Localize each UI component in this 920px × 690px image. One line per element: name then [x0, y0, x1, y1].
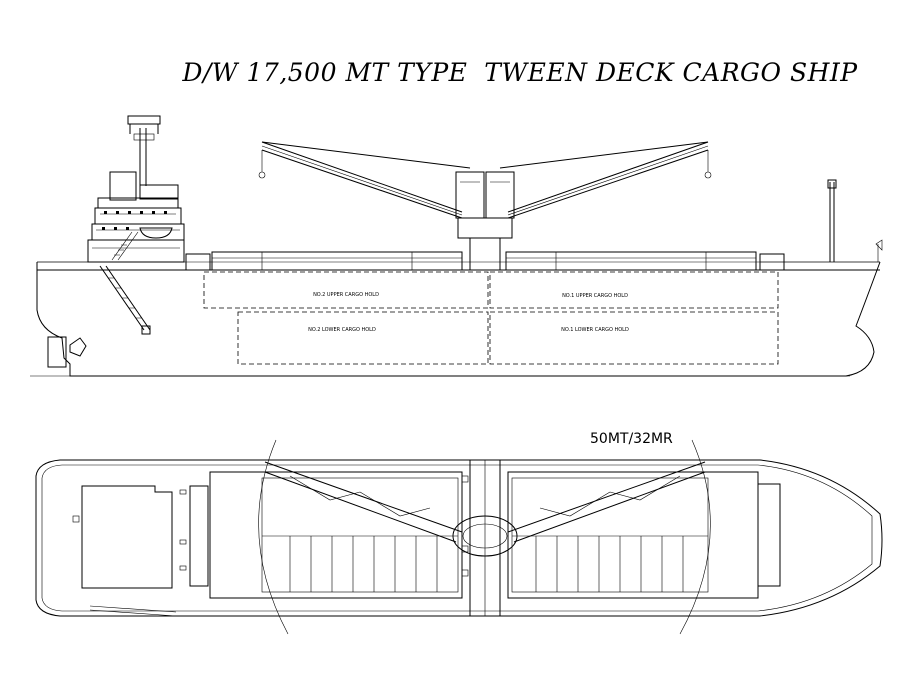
accommodation-ladder: [99, 265, 151, 335]
crane-jib-aft: [261, 141, 471, 219]
hold-frame-lines: [262, 535, 708, 592]
propeller: [69, 337, 87, 357]
accommodation-block: [87, 115, 185, 263]
crane-hooks: [258, 150, 712, 179]
crane-slewing-arcs: [258, 439, 711, 635]
cargo-holds-profile: [203, 271, 779, 365]
crane-jibs-plan: [264, 461, 706, 543]
deck-outline: [35, 459, 883, 617]
plan-view: 50MT/32MR: [35, 431, 883, 635]
forecastle-equipment: [827, 179, 883, 262]
aft-superstructure: [81, 485, 173, 589]
hold-label-no1-lower: NO.1 LOWER CARGO HOLD: [561, 327, 629, 333]
accommodation-ladder-plan: [89, 605, 177, 617]
hold-label-no2-upper: NO.2 UPPER CARGO HOLD: [313, 292, 379, 298]
hatch-covers-plan: [209, 459, 781, 617]
hatch-covers-profile: [185, 251, 785, 271]
hull-outline: [36, 261, 881, 377]
crane-capacity-label: 50MT/32MR: [590, 431, 673, 447]
hold-label-no1-upper: NO.1 UPPER CARGO HOLD: [562, 293, 628, 299]
hold-label-no2-lower: NO.2 LOWER CARGO HOLD: [308, 327, 376, 333]
profile-view: NO.2 UPPER CARGO HOLD NO.1 UPPER CARGO H…: [30, 115, 883, 377]
crane-house-plan: [452, 515, 518, 557]
drawing-title: D/W 17,500 MT TYPE TWEEN DECK CARGO SHIP: [182, 58, 858, 87]
rudder: [47, 336, 67, 368]
crane-pedestal: [455, 171, 515, 271]
lifeboat: [139, 227, 173, 239]
crane-jib-fwd: [499, 141, 709, 219]
